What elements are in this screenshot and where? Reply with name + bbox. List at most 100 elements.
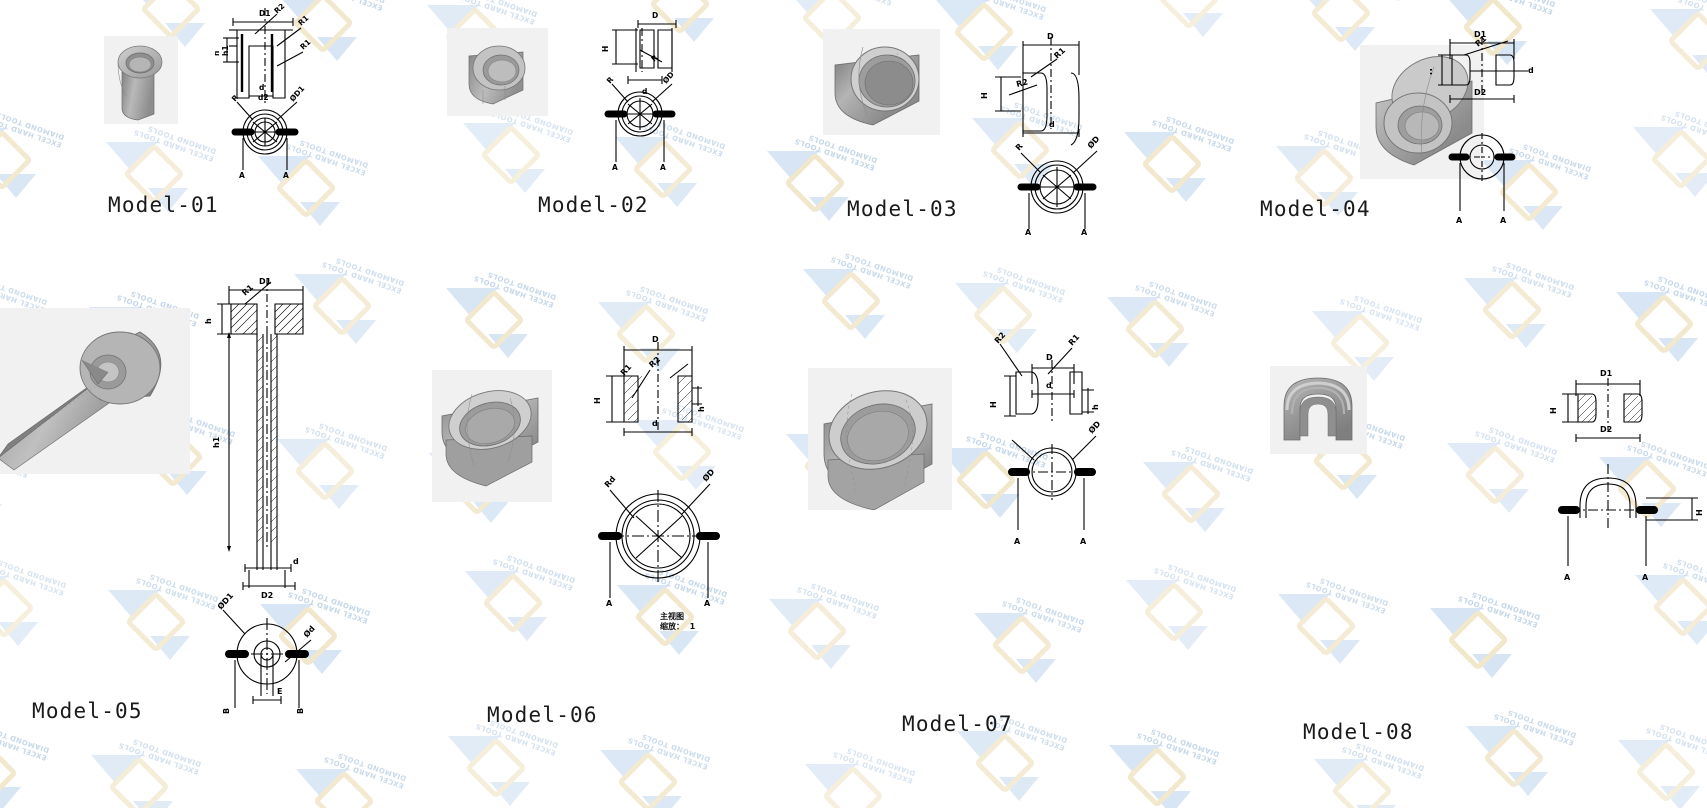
svg-text:d: d (642, 87, 647, 96)
svg-text:H: H (980, 92, 989, 99)
svg-text:D1: D1 (1600, 369, 1613, 378)
model-06-drawing: D R1 R2 H d h Rd ØD A A (590, 328, 770, 648)
model-08-render (1270, 366, 1367, 454)
model-card-06[interactable]: D R1 R2 H d h Rd ØD A A 主视图 缩放： 1 Model-0… (420, 300, 820, 760)
svg-text:H: H (989, 401, 998, 408)
svg-text:h: h (697, 406, 706, 412)
model-card-04[interactable]: D1 R1 H d D2 AA Model-04 (1220, 0, 1707, 260)
model-07-render (808, 368, 952, 510)
model-05-render (0, 308, 190, 474)
model-card-05[interactable]: D1 R1 h h1 d D2 ØD1 Ød B B E Model-05 (0, 250, 420, 750)
svg-text:ØD: ØD (1086, 418, 1103, 435)
svg-text:R1: R1 (296, 13, 310, 27)
svg-text:d2: d2 (258, 93, 269, 102)
svg-text:A: A (1014, 537, 1021, 546)
svg-text:D1: D1 (259, 277, 272, 286)
svg-text:H: H (593, 397, 602, 404)
svg-text:R: R (605, 75, 616, 85)
svg-text:D: D (652, 11, 658, 20)
svg-text:A: A (1456, 216, 1463, 225)
svg-text:d: d (259, 83, 264, 92)
svg-text:H: H (1549, 407, 1558, 414)
model-card-07[interactable]: R2 D R1 d H h ØD A A Model-07 (790, 310, 1190, 760)
model-06-note-line1: 主视图 (660, 612, 684, 621)
model-02-render (447, 28, 548, 116)
model-02-label: Model-02 (538, 193, 649, 217)
svg-text:R: R (649, 53, 659, 64)
svg-text:A: A (1642, 573, 1649, 582)
model-card-01[interactable]: D1 R2 R1 R1 h h1 d d2 R ØD1 A A Model-01 (0, 0, 427, 250)
svg-text:Ød: Ød (301, 623, 317, 639)
svg-text:ØD: ØD (700, 466, 717, 483)
model-04-drawing: D1 R1 H d D2 AA (1430, 25, 1565, 225)
model-01-label: Model-01 (108, 193, 219, 217)
model-03-render (823, 29, 940, 135)
svg-text:R1: R1 (1052, 46, 1067, 61)
svg-text:h1: h1 (221, 45, 230, 56)
svg-text:d: d (1049, 120, 1055, 129)
svg-text:A: A (1564, 573, 1571, 582)
svg-text:ØD1: ØD1 (215, 590, 235, 611)
svg-text:R1: R1 (619, 362, 634, 377)
svg-text:ØD1: ØD1 (288, 84, 307, 103)
svg-text:D1: D1 (259, 9, 270, 18)
svg-text:A: A (704, 599, 711, 608)
svg-text:A: A (1080, 537, 1087, 546)
svg-text:d: d (652, 419, 658, 428)
svg-text:A: A (612, 163, 618, 171)
svg-text:D: D (1046, 353, 1053, 362)
svg-text:D2: D2 (261, 591, 273, 600)
svg-text:A: A (1500, 216, 1507, 225)
model-08-drawing: D1 H D2 H A A (1540, 360, 1707, 600)
svg-text:R2: R2 (993, 332, 1008, 345)
svg-text:B: B (222, 708, 231, 714)
svg-text:R: R (230, 93, 241, 103)
svg-text:D: D (652, 335, 659, 344)
model-07-drawing: R2 D R1 d H h ØD A A (986, 332, 1126, 582)
svg-text:E: E (277, 687, 282, 696)
svg-text:d: d (293, 557, 299, 566)
svg-text:D1: D1 (1474, 30, 1487, 39)
svg-text:h: h (205, 318, 213, 324)
svg-text:d: d (1046, 381, 1052, 390)
model-01-render (104, 36, 178, 124)
model-06-render (432, 370, 552, 502)
svg-text:d: d (1528, 66, 1534, 75)
svg-text:H: H (1695, 509, 1704, 516)
model-card-08[interactable]: D1 H D2 H A A Model-08 (1240, 340, 1707, 760)
svg-text:R2: R2 (272, 4, 286, 15)
svg-text:A: A (239, 171, 245, 179)
svg-text:H: H (1430, 68, 1434, 75)
svg-text:A: A (1025, 228, 1032, 235)
model-04-render (1360, 45, 1484, 179)
svg-text:ØD: ØD (661, 70, 676, 85)
model-06-label: Model-06 (487, 703, 598, 727)
svg-text:A: A (606, 599, 613, 608)
svg-text:R: R (1014, 142, 1025, 153)
model-05-drawing: D1 R1 h h1 d D2 ØD1 Ød B B E (205, 268, 355, 730)
svg-text:Rd: Rd (603, 474, 618, 489)
svg-text:A: A (283, 171, 289, 179)
svg-text:R1: R1 (240, 283, 255, 298)
model-06-note-line2: 缩放： 1 (660, 622, 696, 631)
svg-text:D2: D2 (1600, 425, 1612, 434)
svg-text:ØD: ØD (1085, 133, 1102, 150)
model-08-label: Model-08 (1303, 720, 1414, 744)
model-03-label: Model-03 (847, 197, 958, 221)
model-05-label: Model-05 (32, 699, 143, 723)
model-04-label: Model-04 (1260, 197, 1371, 221)
svg-text:D2: D2 (1474, 88, 1486, 97)
svg-text:h: h (215, 51, 221, 56)
model-07-label: Model-07 (902, 712, 1013, 736)
svg-text:R1: R1 (1067, 332, 1082, 347)
svg-text:R1: R1 (298, 37, 312, 51)
svg-text:h: h (1091, 404, 1100, 410)
svg-text:H: H (601, 46, 610, 52)
model-01-drawing: D1 R2 R1 R1 h h1 d d2 R ØD1 A A (215, 4, 335, 179)
svg-text:R2: R2 (647, 355, 662, 370)
